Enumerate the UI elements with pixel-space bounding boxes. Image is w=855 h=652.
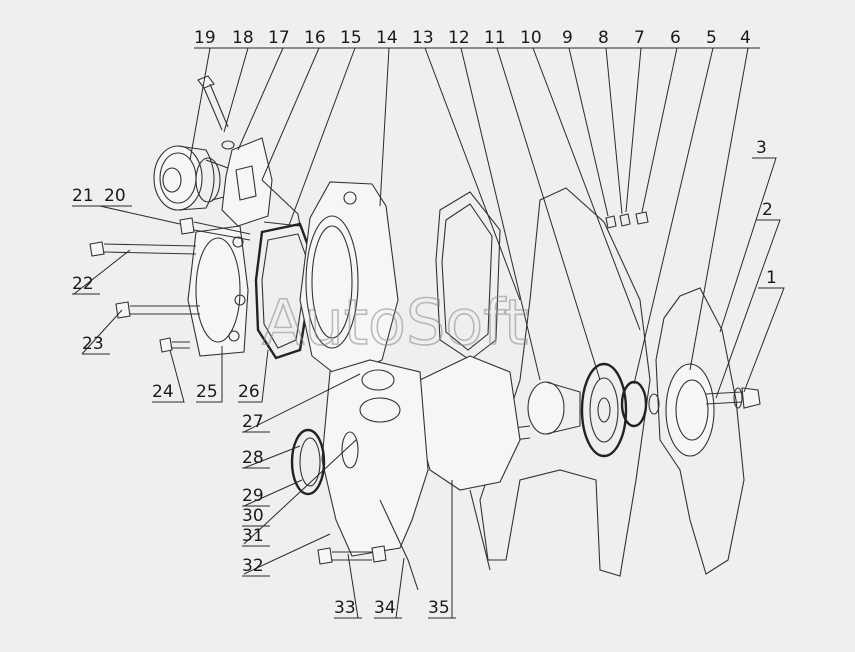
- part-label: 17: [268, 28, 290, 48]
- gasket-13-part: [435, 191, 501, 361]
- part-label: 31: [242, 526, 264, 546]
- bolt-18-part: [197, 75, 235, 150]
- part-label: 28: [242, 448, 264, 468]
- pulley-part: [153, 145, 234, 211]
- part-label: 12: [448, 28, 470, 48]
- part-label: 23: [82, 334, 104, 354]
- part-label: 14: [376, 28, 398, 48]
- cover-3-part: [665, 363, 715, 457]
- bolts-left-part: [89, 241, 200, 353]
- seal-part: [290, 428, 326, 496]
- part-label: 32: [242, 556, 264, 576]
- part-label: 33: [334, 598, 356, 618]
- part-label: 24: [152, 382, 174, 402]
- part-label: 30: [242, 506, 264, 526]
- part-label: 22: [72, 274, 94, 294]
- part-label: 29: [242, 486, 264, 506]
- part-label: 19: [194, 28, 216, 48]
- part-label: 34: [374, 598, 396, 618]
- part-label: 35: [428, 598, 450, 618]
- cover-25-part: [187, 225, 249, 357]
- bolt-1-part: [705, 387, 761, 409]
- part-label: 16: [304, 28, 326, 48]
- part-label: 6: [670, 28, 681, 48]
- watermark-text: AutoSoft: [262, 286, 528, 359]
- part-label: 26: [238, 382, 260, 402]
- bolt-20-part: [179, 217, 251, 241]
- part-label: 21: [72, 186, 94, 206]
- part-label: 10: [520, 28, 542, 48]
- part-label: 11: [484, 28, 506, 48]
- housing-14-part: [299, 181, 399, 379]
- part-label: 1: [766, 268, 777, 288]
- ring-4-part: [620, 380, 660, 428]
- label-underlines: [72, 205, 456, 619]
- part-label: 5: [706, 28, 717, 48]
- part-label: 8: [598, 28, 609, 48]
- plate-2-part: [655, 287, 745, 575]
- part-label: 7: [634, 28, 645, 48]
- part-label: 20: [104, 186, 126, 206]
- bracket-part: [221, 137, 301, 227]
- pump-body-part: [321, 355, 521, 591]
- part-label: 18: [232, 28, 254, 48]
- part-label: 3: [756, 138, 767, 158]
- bolts-32-part: [317, 545, 387, 565]
- part-label: 15: [340, 28, 362, 48]
- part-label: 9: [562, 28, 573, 48]
- part-labels: 19 18 17 16 15 14 13 12 11 10 9 8 7 6 5 …: [72, 28, 777, 618]
- nuts-part: [605, 211, 649, 229]
- gasket-26-part: [254, 222, 316, 360]
- ring-part: [341, 431, 359, 469]
- part-label: 27: [242, 412, 264, 432]
- part-label: 25: [196, 382, 218, 402]
- part-label: 2: [762, 200, 773, 220]
- gear-part: [580, 362, 628, 458]
- part-label: 4: [740, 28, 751, 48]
- part-label: 13: [412, 28, 434, 48]
- parts-drawing: [89, 75, 761, 591]
